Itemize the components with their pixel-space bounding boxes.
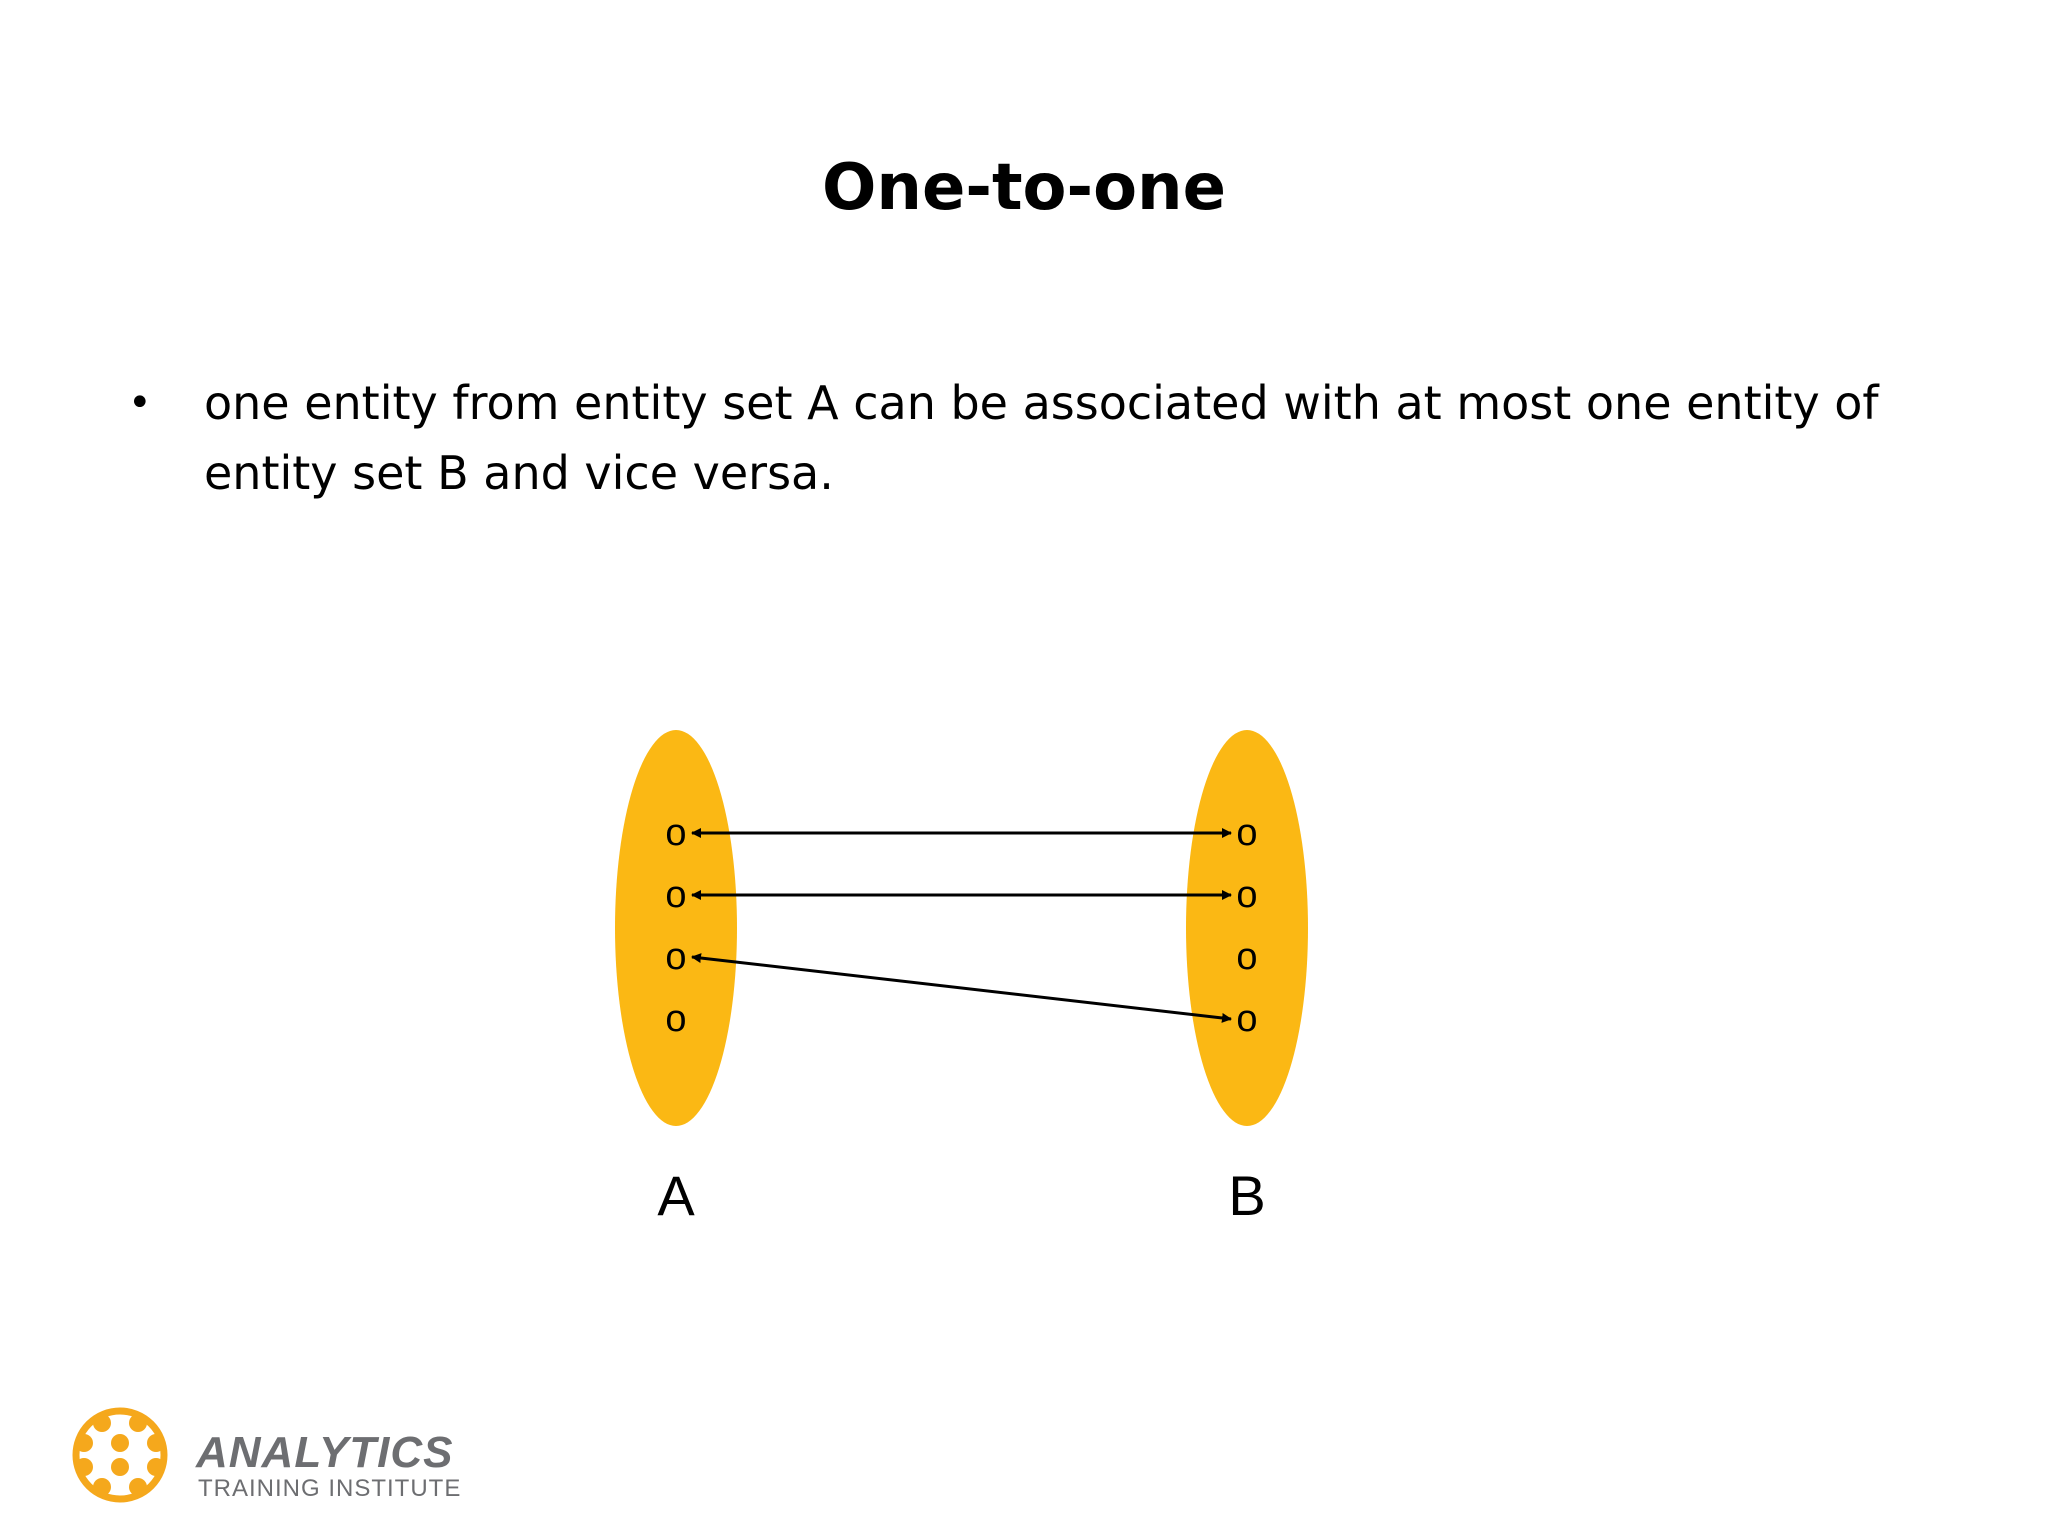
bullet-text: one entity from entity set A can be asso… [204, 376, 1879, 500]
entity-a-3: o [665, 936, 686, 978]
entity-a-2: o [665, 874, 686, 916]
entity-b-4: o [1236, 998, 1257, 1040]
entity-set-a [615, 730, 737, 1126]
logo-mark-icon [72, 1407, 168, 1503]
mapping-lines [691, 828, 1232, 1023]
entity-a-4: o [665, 998, 686, 1040]
entity-set-b [1186, 730, 1308, 1126]
logo-subtitle: TRAINING INSTITUTE [198, 1475, 462, 1502]
bullet-item: • one entity from entity set A can be as… [120, 368, 1940, 508]
bullet-list: • one entity from entity set A can be as… [120, 368, 1940, 508]
entity-b-1: o [1236, 812, 1257, 854]
set-a-label: A [657, 1164, 695, 1227]
set-b-label: B [1228, 1164, 1265, 1227]
entity-b-2: o [1236, 874, 1257, 916]
slide-title: One-to-one [822, 151, 1226, 225]
mapping-arrow-3 [691, 953, 1232, 1023]
entity-a-1: o [665, 812, 686, 854]
logo-wordmark: ANALYTICS [196, 1428, 454, 1477]
bullet-mark: • [128, 380, 152, 426]
entity-b-3: o [1236, 936, 1257, 978]
logo: ANALYTICS TRAINING INSTITUTE [60, 1405, 480, 1515]
